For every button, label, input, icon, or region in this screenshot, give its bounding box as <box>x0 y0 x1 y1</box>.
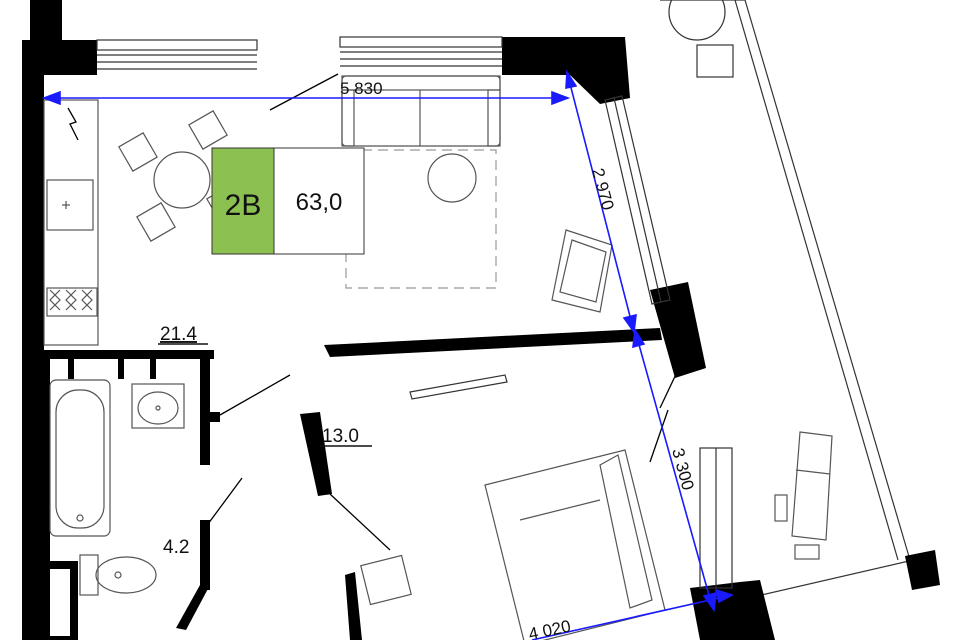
living-area-label: 21.4 <box>160 324 197 345</box>
living-depth-label: 2 970 <box>588 166 617 212</box>
bathtub-icon <box>49 379 111 537</box>
bed-icon <box>360 449 666 640</box>
stove-icon <box>46 287 98 317</box>
washbasin-icon <box>131 383 185 429</box>
armchair-icon <box>551 229 613 313</box>
walls <box>22 0 940 640</box>
coffee-table-icon <box>427 153 477 203</box>
toilet-icon <box>79 554 157 596</box>
windows <box>96 36 733 589</box>
kitchen-counter <box>43 99 99 346</box>
living-width-label: 5 830 <box>340 79 383 98</box>
unit-type-label: 2B <box>225 189 262 222</box>
dimension-lines <box>41 69 735 640</box>
door-swings <box>67 73 679 551</box>
sofa-icon <box>341 75 501 147</box>
bathroom-area-label: 4.2 <box>163 537 189 558</box>
unit-area-box <box>273 147 365 255</box>
bedroom-area-label: 13.0 <box>322 426 359 447</box>
lounge-chair-icon <box>774 431 833 560</box>
balcony <box>660 0 936 601</box>
unit-badge: 2B 63,0 <box>211 147 365 255</box>
rug <box>345 149 497 289</box>
bedroom-width-label: 4 020 <box>527 616 573 640</box>
unit-total-area-label: 63,0 <box>296 189 343 216</box>
bedroom-depth-label: 3 300 <box>668 446 697 492</box>
unit-type-box <box>211 147 275 255</box>
